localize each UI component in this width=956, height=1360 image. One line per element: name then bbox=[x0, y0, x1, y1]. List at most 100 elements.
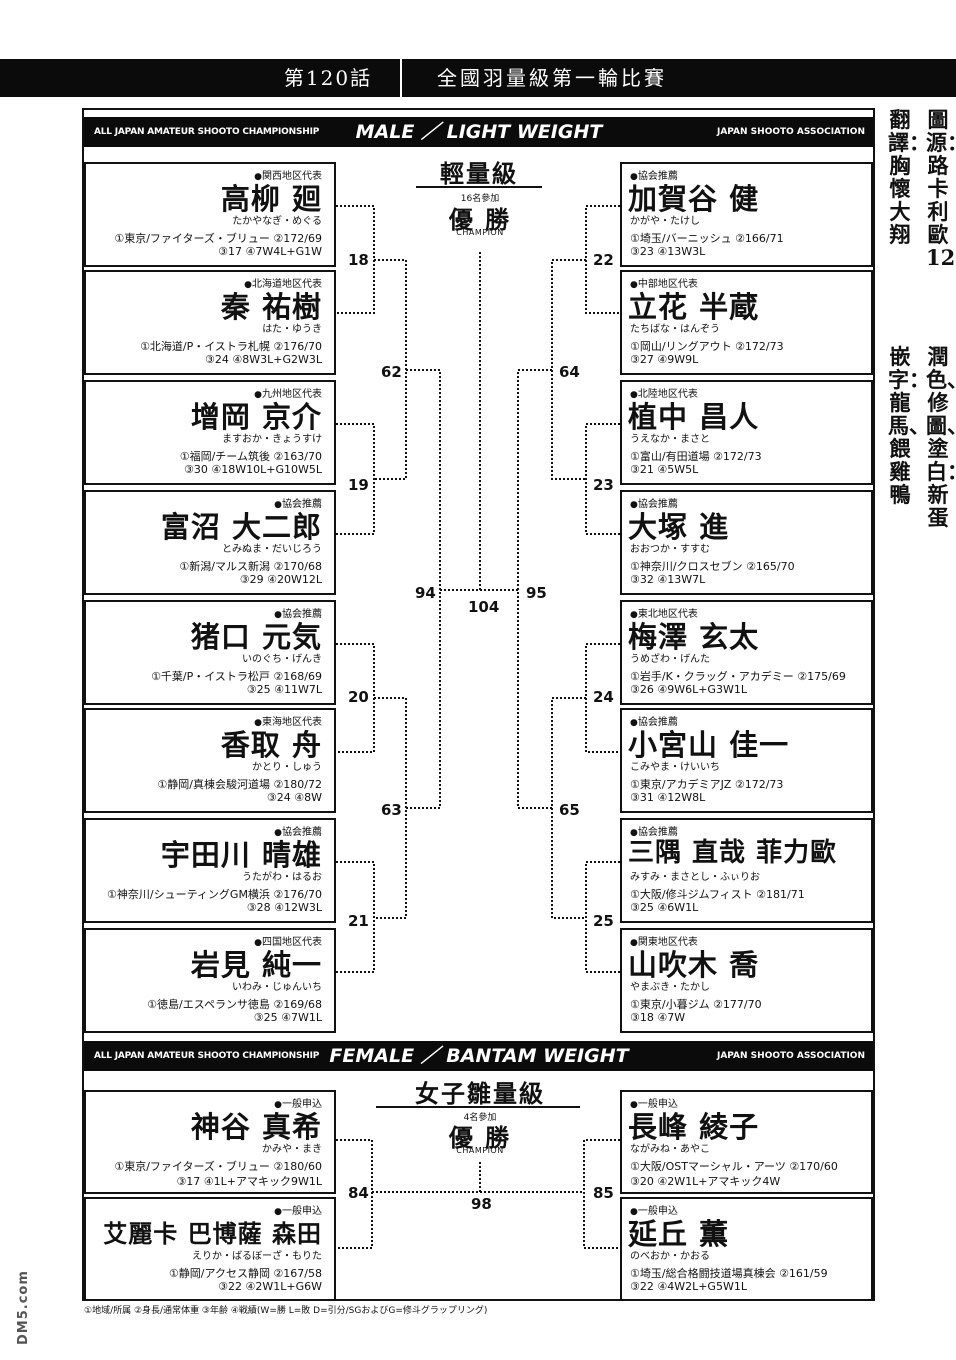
bout-number: 19 bbox=[347, 476, 370, 494]
fighter-affiliation: ①千葉/P・イストラ松戸 ②168/69 bbox=[151, 670, 322, 683]
fighter-kana: うたがわ・はるお bbox=[242, 872, 322, 883]
male-participant-count: 16名參加 bbox=[460, 194, 500, 204]
male-header-bar: ALL JAPAN AMATEUR SHOOTO CHAMPIONSHIP MA… bbox=[84, 117, 873, 173]
fighter-kana: えりか・ばるぼーざ・もりた bbox=[192, 1251, 322, 1262]
fighter-affiliation: ①埼玉/総合格闘技道場真棟会 ②161/59 bbox=[630, 1267, 828, 1280]
fighter-record: ③25 ④7W1L bbox=[253, 1011, 322, 1024]
bout-number: 85 bbox=[592, 1184, 615, 1202]
fighter-name: 大塚 進 bbox=[628, 510, 730, 544]
bullet-icon: ● bbox=[254, 390, 262, 400]
fighter-region: 一般申込 bbox=[282, 1099, 322, 1110]
fighter-region: 四国地区代表 bbox=[262, 937, 322, 948]
fighter-record: ③31 ④12W8L bbox=[630, 791, 706, 804]
fighter-kana: やまぶき・たかし bbox=[630, 982, 710, 993]
bullet-icon: ● bbox=[630, 1207, 638, 1217]
fighter-affiliation: ①岡山/リングアウト ②172/73 bbox=[630, 340, 784, 353]
fighter-affiliation: ①東京/ファイターズ・ブリュー ②172/69 bbox=[114, 232, 322, 245]
fighter-record: ③17 ④1L+アマキック9W1L bbox=[176, 1175, 322, 1188]
fighter-card: ●協会推薦 宇田川 晴雄 うたがわ・はるお ①神奈川/シューティングGM横浜 ②… bbox=[84, 818, 336, 923]
fighter-record: ③32 ④13W7L bbox=[630, 573, 706, 586]
female-championship-label: ALL JAPAN AMATEUR SHOOTO CHAMPIONSHIP bbox=[94, 1051, 320, 1061]
female-bracket bbox=[336, 1139, 620, 1249]
fighter-affiliation: ①富山/有田道場 ②172/73 bbox=[630, 450, 762, 463]
bracket-right-r1-a bbox=[585, 205, 620, 314]
fighter-region: 東北地区代表 bbox=[637, 609, 698, 620]
bout-number: 24 bbox=[592, 688, 615, 706]
fighter-card: ●四国地区代表 岩見 純一 いわみ・じゅんいち ①徳島/エスペランサ徳島 ②16… bbox=[84, 928, 336, 1033]
bout-number: 20 bbox=[347, 688, 370, 706]
fighter-region: 協会推薦 bbox=[282, 499, 322, 510]
fighter-kana: たちばな・はんぞう bbox=[630, 324, 720, 335]
fighter-card: ●東海地区代表 香取 舟 かとり・しゅう ①静岡/真棟会駿河道場 ②180/72… bbox=[84, 708, 336, 813]
bracket-right-r1-b bbox=[585, 423, 620, 535]
fighter-name: 高柳 廻 bbox=[220, 182, 322, 216]
fighter-kana: みすみ・まさとし・ふぃりお bbox=[630, 872, 760, 883]
fighter-affiliation: ①東京/アカデミアJZ ②172/73 bbox=[630, 778, 784, 791]
fighter-record: ③23 ④13W3L bbox=[630, 245, 706, 258]
fighter-name: 猪口 元気 bbox=[190, 620, 322, 654]
fighter-name: 艾麗卡 巴博薩 森田 bbox=[103, 1220, 322, 1248]
female-winner-label: 優 勝 bbox=[448, 1123, 512, 1152]
fighter-card: ●協会推薦 三隅 直哉 菲力歐 みすみ・まさとし・ふぃりお ①大阪/修斗ジムフィ… bbox=[620, 818, 873, 923]
fighter-record: ③20 ④2W1L+アマキック4W bbox=[630, 1175, 781, 1188]
fighter-record: ③27 ④9W9L bbox=[630, 353, 699, 366]
bout-number: 22 bbox=[592, 251, 615, 269]
fighter-card: ●関東地区代表 山吹木 喬 やまぶき・たかし ①東京/小暮ジム ②177/70 … bbox=[620, 928, 873, 1033]
fighter-region: 協会推薦 bbox=[637, 717, 678, 728]
fighter-name: 加賀谷 健 bbox=[628, 182, 760, 216]
bullet-icon: ● bbox=[630, 172, 638, 182]
fighter-region: 一般申込 bbox=[637, 1206, 678, 1217]
fighter-name: 岩見 純一 bbox=[190, 948, 322, 982]
male-division-underline bbox=[416, 186, 542, 188]
bullet-icon: ● bbox=[244, 280, 252, 290]
fighter-card: ●一般申込 艾麗卡 巴博薩 森田 えりか・ばるぼーざ・もりた ①静岡/アクセス静… bbox=[84, 1197, 336, 1301]
chapter-title: 全國羽量級第一輪比賽 bbox=[437, 66, 667, 90]
fighter-region: 協会推薦 bbox=[282, 609, 322, 620]
fighter-record: ③22 ④2W1L+G6W bbox=[218, 1280, 322, 1293]
bracket-female-right bbox=[583, 1139, 620, 1249]
bout-number: 98 bbox=[470, 1195, 493, 1213]
fighter-name: 植中 昌人 bbox=[628, 400, 760, 434]
fighter-kana: かみや・まき bbox=[262, 1144, 322, 1155]
fighter-card: ●協会推薦 大塚 進 おおつか・すすむ ①神奈川/クロスセブン ②165/70 … bbox=[620, 490, 873, 595]
fighter-card: ●北陸地区代表 植中 昌人 うえなか・まさと ①富山/有田道場 ②172/73 … bbox=[620, 380, 873, 485]
bullet-icon: ● bbox=[274, 500, 282, 510]
fighter-region: 関東地区代表 bbox=[637, 937, 698, 948]
fighter-record: ③22 ④4W2L+G5W1L bbox=[630, 1280, 747, 1293]
fighter-name: 富沼 大二郎 bbox=[160, 510, 322, 544]
bout-number: 23 bbox=[592, 476, 615, 494]
fighter-name: 增岡 京介 bbox=[190, 400, 322, 434]
bullet-icon: ● bbox=[630, 280, 638, 290]
bracket-female-left bbox=[336, 1139, 373, 1249]
fighter-affiliation: ①福岡/チーム筑後 ②163/70 bbox=[179, 450, 322, 463]
bout-number: 25 bbox=[592, 912, 615, 930]
bullet-icon: ● bbox=[254, 718, 262, 728]
bullet-icon: ● bbox=[274, 610, 282, 620]
credit-source: 圖源：路卡利歐123 bbox=[926, 107, 956, 270]
bullet-icon: ● bbox=[630, 1100, 638, 1110]
fighter-name: 三隅 直哉 菲力歐 bbox=[628, 838, 838, 868]
fighter-kana: いのぐち・げんき bbox=[242, 654, 322, 665]
fighter-name: 梅澤 玄太 bbox=[628, 620, 760, 654]
fighter-affiliation: ①神奈川/シューティングGM横浜 ②176/70 bbox=[107, 888, 322, 901]
bullet-icon: ● bbox=[254, 938, 262, 948]
bullet-icon: ● bbox=[274, 1207, 282, 1217]
fighter-record: ③24 ④8W bbox=[266, 791, 322, 804]
bout-number: 84 bbox=[347, 1184, 370, 1202]
fighter-card: ●北海道地区代表 秦 祐樹 はた・ゆうき ①北海道/P・イストラ札幌 ②176/… bbox=[84, 270, 336, 375]
fighter-kana: ながみね・あやこ bbox=[630, 1144, 710, 1155]
fighter-card: ●一般申込 神谷 真希 かみや・まき ①東京/ファイターズ・ブリュー ②180/… bbox=[84, 1090, 336, 1194]
fighter-record: ③30 ④18W10L+G10W5L bbox=[184, 463, 322, 476]
fighter-affiliation: ①新潟/マルス新潟 ②170/68 bbox=[179, 560, 322, 573]
fighter-region: 協会推薦 bbox=[637, 171, 678, 182]
bracket-left-r1-a bbox=[336, 205, 375, 314]
bullet-icon: ● bbox=[630, 938, 638, 948]
fighter-kana: とみぬま・だいじろう bbox=[222, 544, 322, 555]
bullet-icon: ● bbox=[630, 610, 638, 620]
bout-number: 95 bbox=[525, 584, 548, 602]
bullet-icon: ● bbox=[630, 390, 638, 400]
fighter-card: ●一般申込 長峰 綾子 ながみね・あやこ ①大阪/OSTマーシャル・アーツ ②1… bbox=[620, 1090, 873, 1194]
fighter-kana: かとり・しゅう bbox=[252, 762, 322, 773]
legend-note: ①地域/所属 ②身長/通常体重 ③年齢 ④戦績(W=勝 L=敗 D=引分/SGお… bbox=[84, 1306, 488, 1316]
fighter-record: ③25 ④6W1L bbox=[630, 901, 699, 914]
